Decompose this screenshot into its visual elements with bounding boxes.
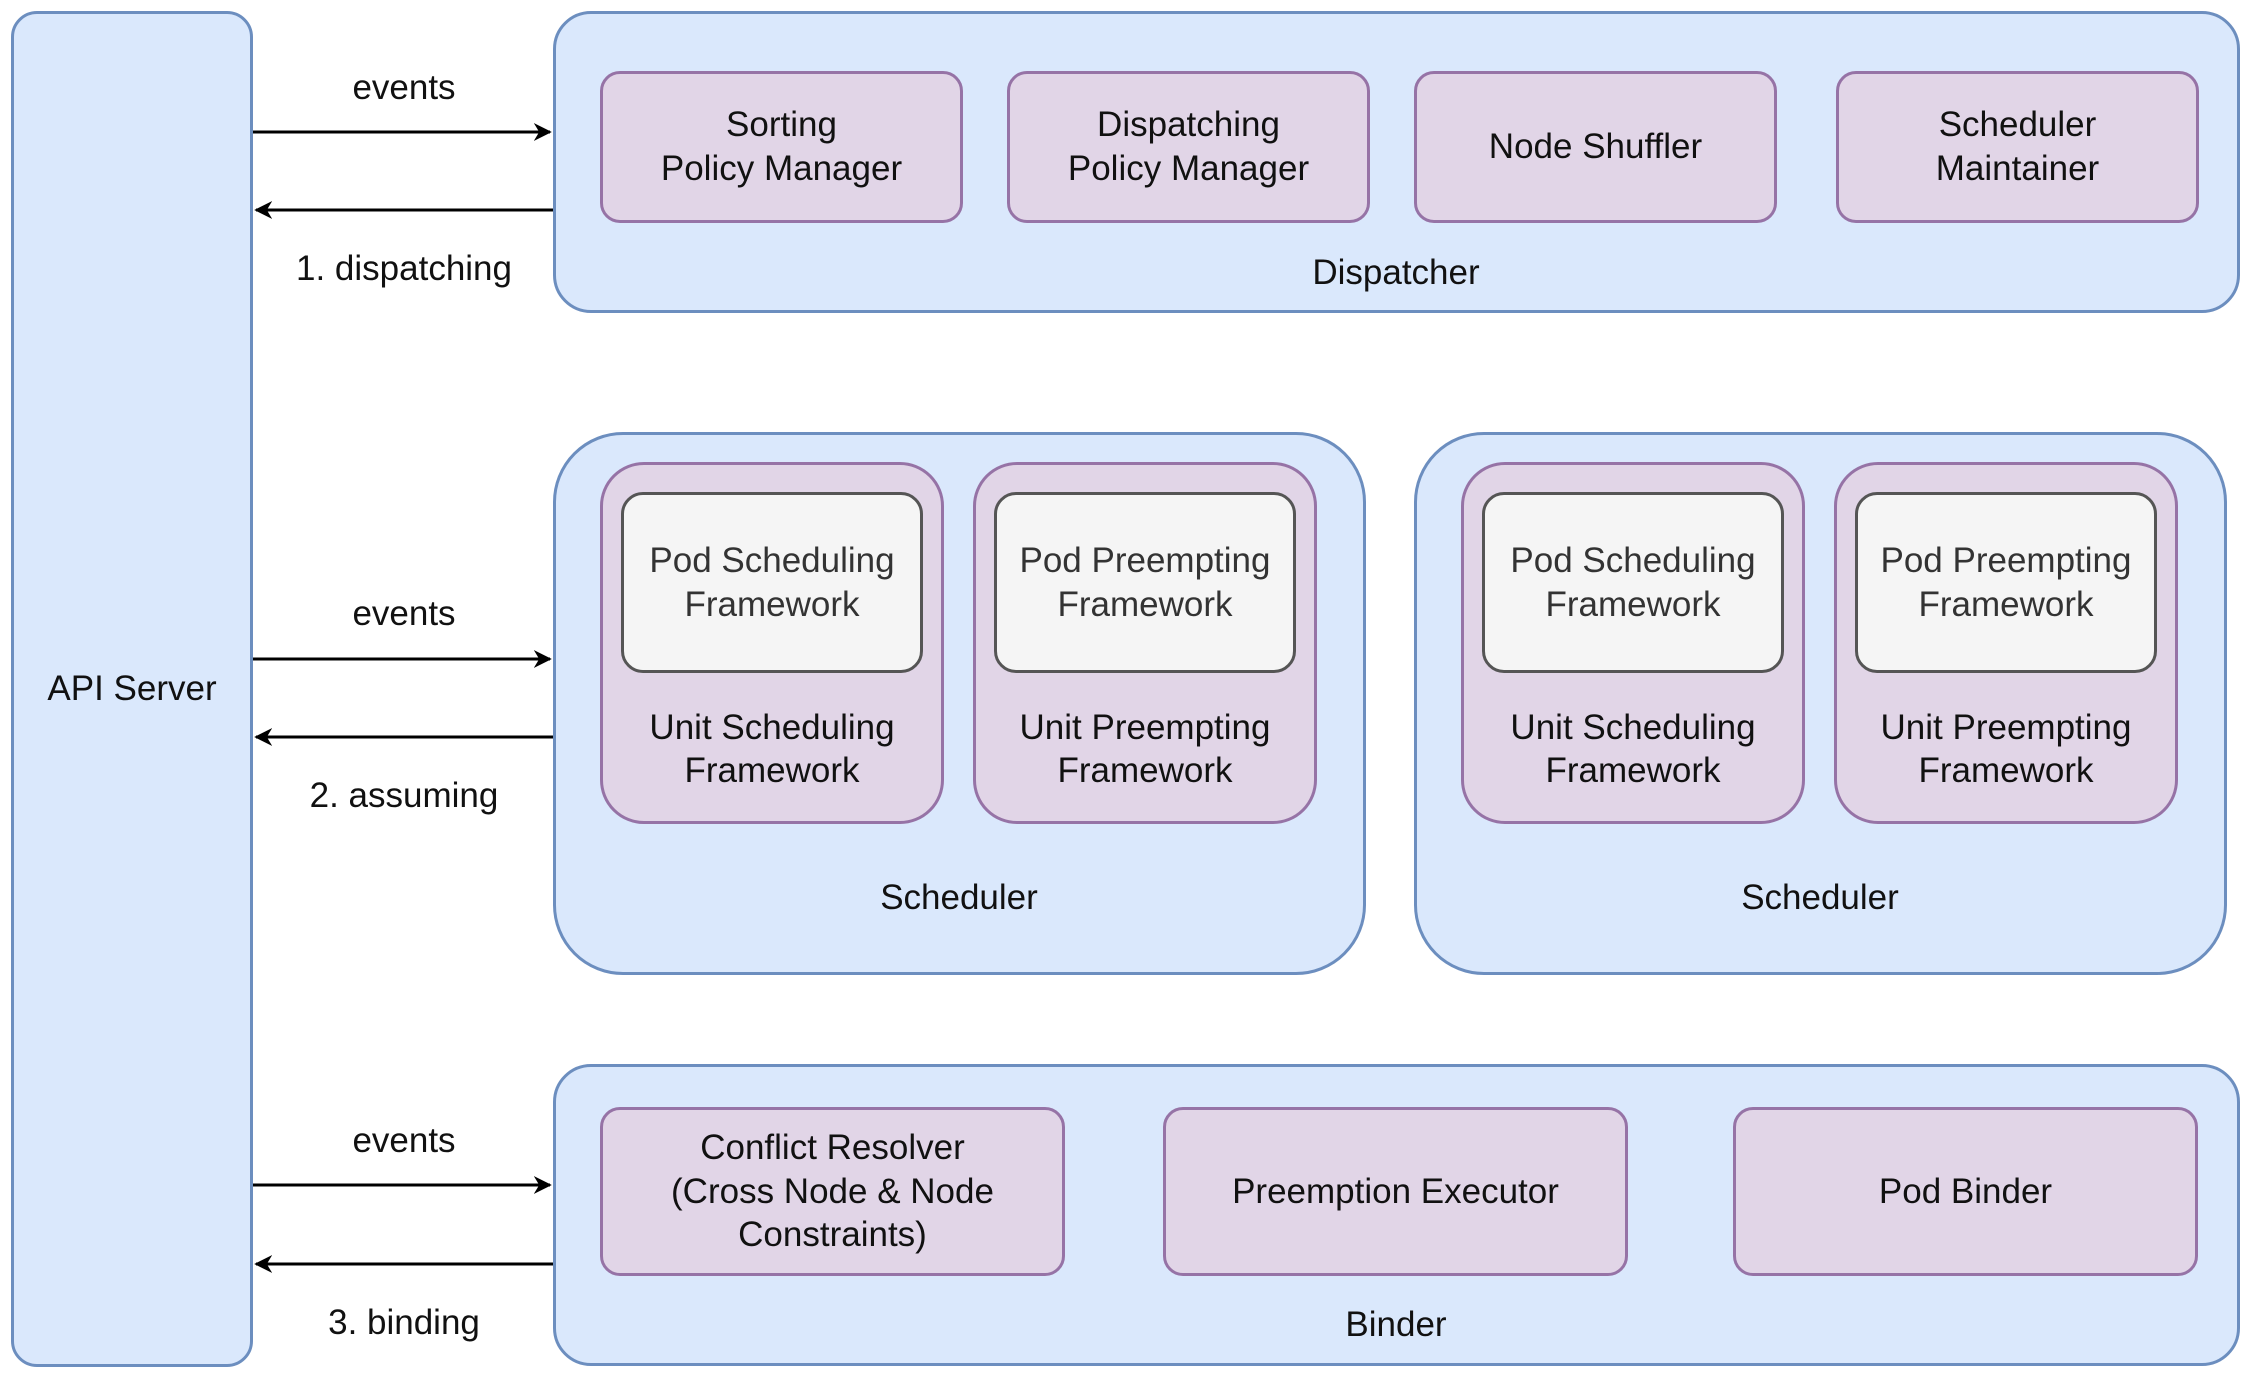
link-out-label-3: events bbox=[352, 1121, 456, 1160]
link-back-label-2: 2. assuming bbox=[309, 776, 499, 815]
link-back-label-1: 1. dispatching bbox=[296, 249, 512, 288]
scheduler-label-2: Scheduler bbox=[1741, 878, 1899, 917]
binder-component-pod-binder: Pod Binder bbox=[1733, 1107, 2198, 1276]
pod-preempting-framework-1: Pod Preempting Framework bbox=[994, 492, 1296, 673]
binder-component-conflict-resolver: Conflict Resolver (Cross Node & Node Con… bbox=[600, 1107, 1065, 1276]
pod-scheduling-framework-1: Pod Scheduling Framework bbox=[621, 492, 923, 673]
dispatcher-component-scheduler-maintainer: Scheduler Maintainer bbox=[1836, 71, 2199, 223]
link-out-label-1: events bbox=[352, 68, 456, 107]
pod-preempting-framework-2: Pod Preempting Framework bbox=[1855, 492, 2157, 673]
link-back-label-3: 3. binding bbox=[328, 1303, 480, 1342]
dispatcher-component-sorting-policy-manager: Sorting Policy Manager bbox=[600, 71, 963, 223]
dispatcher-component-dispatching-policy-manager: Dispatching Policy Manager bbox=[1007, 71, 1370, 223]
dispatcher-label: Dispatcher bbox=[1312, 253, 1480, 292]
pod-scheduling-framework-2: Pod Scheduling Framework bbox=[1482, 492, 1784, 673]
link-out-label-2: events bbox=[352, 594, 456, 633]
dispatcher-component-node-shuffler: Node Shuffler bbox=[1414, 71, 1777, 223]
api-server: API Server bbox=[11, 11, 253, 1367]
binder-label: Binder bbox=[1345, 1305, 1447, 1344]
binder-component-preemption-executor: Preemption Executor bbox=[1163, 1107, 1628, 1276]
scheduler-label-1: Scheduler bbox=[880, 878, 1038, 917]
